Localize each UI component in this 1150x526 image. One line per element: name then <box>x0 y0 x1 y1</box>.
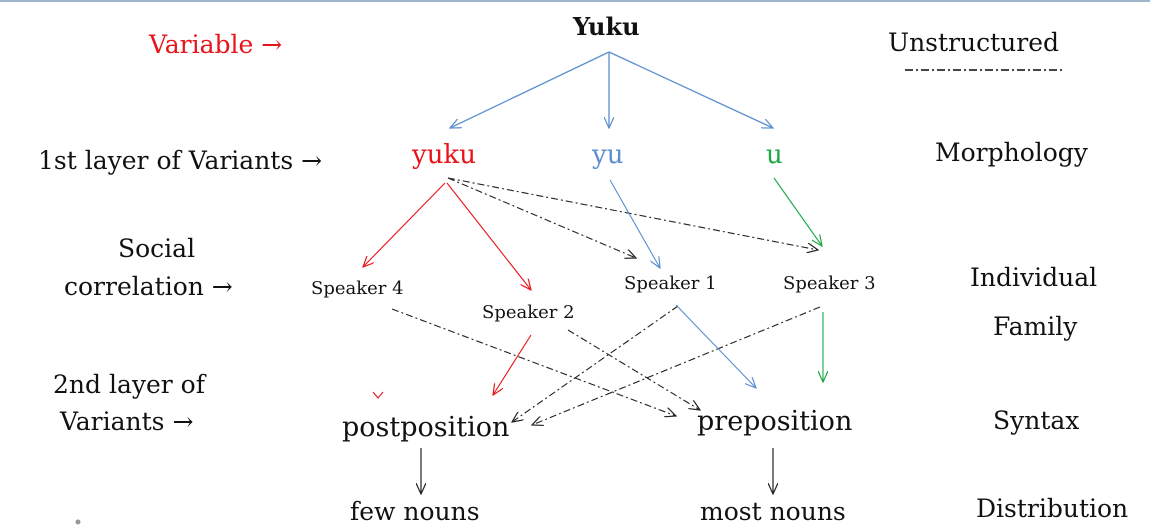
root-arrows <box>450 51 773 128</box>
unstructured-label: Unstructured <box>888 28 1059 57</box>
yu-blue-arrow <box>609 179 660 268</box>
speaker-3: Speaker 3 <box>783 273 876 294</box>
variant-preposition: preposition <box>697 406 853 437</box>
speaker-4: Speaker 4 <box>311 278 404 299</box>
individual-label: Individual <box>970 263 1098 292</box>
top-border <box>0 0 1150 2</box>
social-label-line2: correlation → <box>64 272 233 301</box>
family-label: Family <box>993 312 1078 341</box>
speaker-black-arrows <box>391 305 821 425</box>
distribution-label: Distribution <box>976 494 1129 523</box>
syntax-label: Syntax <box>993 406 1080 435</box>
first-layer-label: 1st layer of Variants → <box>38 146 323 175</box>
distribution-most-nouns: most nouns <box>700 497 846 526</box>
speaker-2: Speaker 2 <box>482 302 575 323</box>
variant-u: u <box>766 140 783 170</box>
grey-dot <box>75 519 81 525</box>
distribution-arrows <box>421 448 773 494</box>
speaker2-red-arrow <box>493 334 532 395</box>
variant-postposition: postposition <box>342 412 510 443</box>
variant-yuku: yuku <box>412 140 476 170</box>
root-variable: Yuku <box>573 12 640 41</box>
morphology-label: Morphology <box>935 138 1088 167</box>
small-red-mark <box>372 391 384 399</box>
speaker-1: Speaker 1 <box>624 273 717 294</box>
second-layer-label-line1: 2nd layer of <box>53 370 205 399</box>
variable-label: Variable → <box>149 30 283 59</box>
yuku-red-arrows <box>363 182 531 290</box>
social-label-line1: Social <box>118 234 196 263</box>
yuku-black-arrows <box>447 177 818 258</box>
speaker1-blue-arrow <box>675 304 756 388</box>
second-layer-label-line2: Variants → <box>60 407 194 436</box>
variant-yu: yu <box>592 140 624 170</box>
u-green-arrow <box>773 177 822 246</box>
distribution-few-nouns: few nouns <box>350 497 480 526</box>
